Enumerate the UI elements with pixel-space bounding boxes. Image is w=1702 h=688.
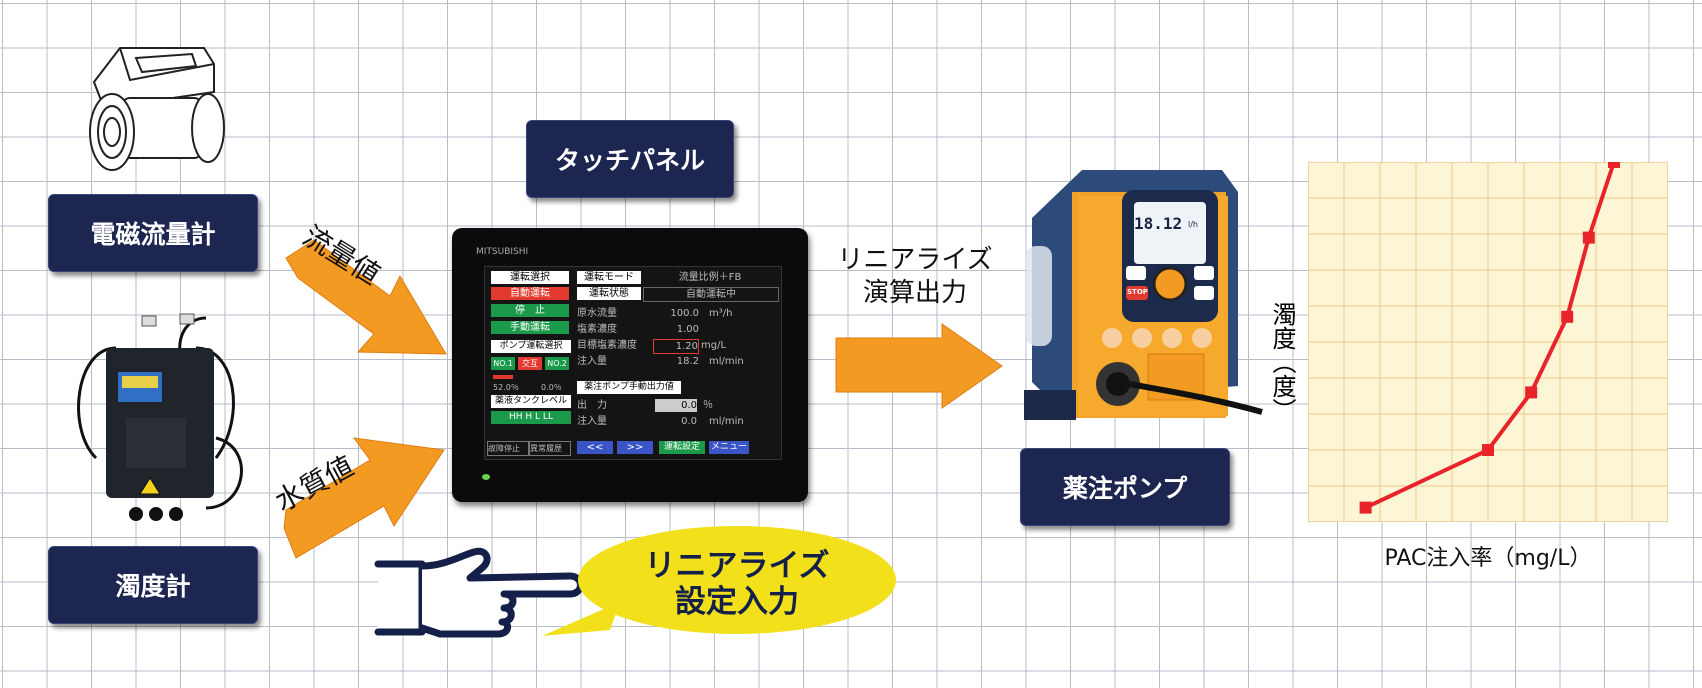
history-button[interactable]: 異常履歴 [529,441,571,456]
mode-key: 運転モード [577,271,641,284]
power-led [482,474,490,480]
touch-panel-label: タッチパネル [526,120,734,198]
target-chlorine-key: 目標塩素濃度 [577,340,637,351]
alternate-button[interactable]: 交互 [518,357,542,370]
state-key: 運転状態 [577,287,641,300]
no1-button[interactable]: NO.1 [491,357,515,370]
setting-input-bubble [578,526,896,634]
turbidimeter-image [77,313,243,521]
pump-stop-button: STOP [1127,288,1148,296]
chlorine-key: 塩素濃度 [577,324,617,335]
auto-run-button[interactable]: 自動運転 [491,287,569,300]
turbidimeter-label: 濁度計 [48,546,258,624]
linearize-output-line2: 演算出力 [862,278,967,308]
menu-button[interactable]: メニュー [709,441,749,454]
chlorine-value: 1.00 [676,324,699,335]
manual-output-header: 薬注ポンプ手動出力値 [577,381,681,394]
flowmeter-image [89,47,225,171]
run-select-header: 運転選択 [491,271,569,284]
prev-button[interactable]: << [577,441,613,454]
run-setting-button[interactable]: 運転設定 [659,441,705,454]
panel-brand: MITSUBISHI [476,247,529,257]
manual-run-button[interactable]: 手動運転 [491,321,569,334]
bubble-line1: リニアライズ [644,548,830,584]
pump-bar [493,375,513,379]
linearize-output-text: リニアライズ 演算出力 [830,244,1000,310]
pump-display-unit: l/h [1188,220,1198,229]
chart-grid [1308,162,1668,522]
pointing-hand-icon [374,547,584,638]
state-value: 自動運転中 [643,287,779,302]
raw-flow-key: 原水流量 [577,308,617,319]
flowmeter-label: 電磁流量計 [48,194,258,272]
manual-injection-value: 0.0 [681,416,697,427]
chart-x-label: PAC注入率（mg/L） [1384,546,1592,571]
chart-point-6 [1608,162,1620,168]
chart-point-4 [1561,310,1574,323]
injection-unit: ml/min [709,356,744,367]
manual-injection-unit: ml/min [709,416,744,427]
output-unit: ％ [703,400,713,411]
bubble-line2: 設定入力 [675,584,799,620]
chart-point-3 [1525,386,1538,399]
manual-injection-key: 注入量 [577,416,607,427]
bubble-text: リニアライズ 設定入力 [578,548,896,620]
output-input[interactable]: 0.0 [655,399,697,412]
dosing-pump-image [1024,170,1263,420]
bubble-tail [542,602,620,636]
chart-series-line [1364,162,1616,510]
chart-point-1 [1359,501,1372,514]
raw-flow-value: 100.0 [670,308,699,319]
quality-arrow [283,437,445,559]
alarm-stop-button[interactable]: 故障停止 [487,441,529,456]
output-arrow [835,323,1003,409]
chart-point-2 [1482,444,1494,456]
touch-panel-screen: 運転選択 自動運転 停 止 手動運転 ポンプ運転選択 NO.1 交互 NO.2 … [484,266,782,460]
level-indicators: HH H L LL [491,411,571,424]
mode-value: 流量比例＋FB [678,272,742,283]
no2-button[interactable]: NO.2 [545,357,569,370]
stop-button[interactable]: 停 止 [491,304,569,317]
injection-value: 18.2 [676,356,699,367]
chart-y-label: 濁度（度） [1268,302,1296,422]
output-key: 出 力 [577,400,607,411]
chart-points [1359,162,1620,514]
target-chlorine-input[interactable]: 1.20 [653,339,699,354]
injection-key: 注入量 [577,356,607,367]
pac-turbidity-chart [1308,162,1668,522]
chart-point-5 [1582,231,1595,244]
pct-right: 0.0％ [541,383,562,392]
pct-left: 52.0％ [493,383,519,392]
raw-flow-unit: m³/h [709,308,733,319]
chem-level-header: 薬液タンクレベル [491,395,571,408]
flow-arrow [285,239,447,355]
pump-display-value: 18.12 [1134,214,1183,233]
dosing-pump-label: 薬注ポンプ [1020,448,1230,526]
linearize-output-line1: リニアライズ [837,245,993,275]
next-button[interactable]: >> [617,441,653,454]
touch-panel-device: MITSUBISHI 運転選択 自動運転 停 止 手動運転 ポンプ運転選択 NO… [452,228,808,502]
pump-select-header: ポンプ運転選択 [491,340,571,353]
target-chlorine-unit: mg/L [701,340,727,351]
